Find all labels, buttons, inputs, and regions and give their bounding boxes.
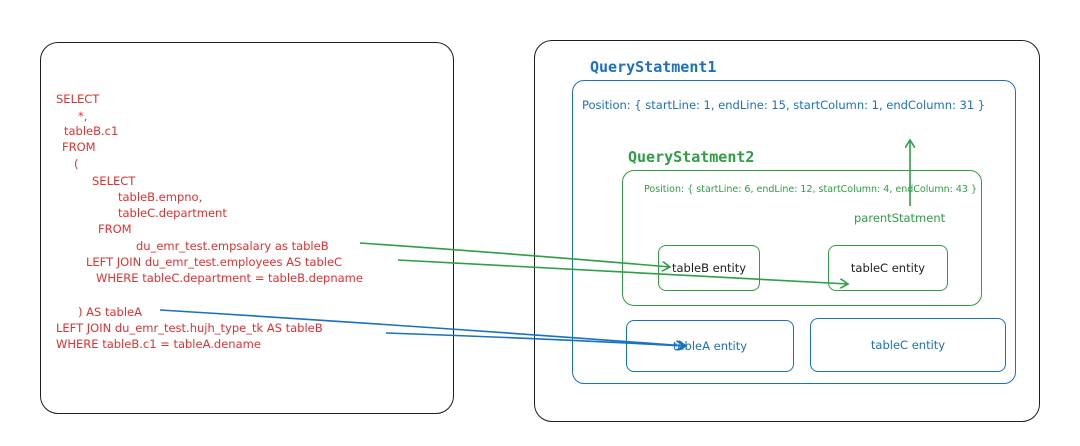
sql-line-8: tableC.department bbox=[118, 206, 227, 220]
sql-line-10: du_emr_test.empsalary as tableB bbox=[136, 239, 329, 253]
query-statement-1-position: Position: { startLine: 1, endLine: 15, s… bbox=[582, 98, 986, 112]
sql-line-11: LEFT JOIN du_emr_test.employees AS table… bbox=[86, 255, 343, 269]
sql-line-1: SELECT bbox=[56, 92, 100, 106]
tableC-entity-label-outer: tableC entity bbox=[870, 338, 946, 352]
query-statement-2-box bbox=[622, 170, 982, 306]
query-statement-1-box bbox=[572, 80, 1016, 384]
tableA-entity-box: tableA entity bbox=[626, 320, 794, 372]
sql-code-panel bbox=[40, 42, 454, 414]
query-statement-2-title: QueryStatment2 bbox=[628, 148, 755, 166]
sql-line-7: tableB.empno, bbox=[118, 190, 203, 204]
sql-line-9: FROM bbox=[98, 222, 132, 236]
tableA-entity-label: tableA entity bbox=[672, 339, 748, 353]
query-statement-2-position: Position: { startLine: 6, endLine: 12, s… bbox=[644, 184, 978, 195]
tableB-entity-label: tableB entity bbox=[671, 261, 747, 275]
sql-line-14: LEFT JOIN du_emr_test.hujh_type_tk AS ta… bbox=[56, 321, 323, 335]
sql-line-13: ) AS tableA bbox=[78, 305, 142, 319]
sql-line-6: SELECT bbox=[92, 174, 136, 188]
sql-line-3: tableB.c1 bbox=[64, 124, 119, 138]
tableC-entity-box-inner: tableC entity bbox=[828, 245, 948, 291]
parent-statement-label: parentStatment bbox=[854, 211, 946, 225]
sql-line-5: ( bbox=[74, 157, 79, 171]
query-statement-1-title: QueryStatment1 bbox=[590, 58, 717, 76]
query-structure-panel bbox=[534, 40, 1040, 422]
tableC-entity-box-outer: tableC entity bbox=[810, 318, 1006, 372]
sql-line-2: *, bbox=[78, 109, 88, 123]
sql-line-4: FROM bbox=[62, 140, 96, 154]
tableC-entity-label-inner: tableC entity bbox=[850, 261, 926, 275]
tableB-entity-box: tableB entity bbox=[658, 245, 760, 291]
sql-line-12: WHERE tableC.department = tableB.depname bbox=[96, 271, 363, 285]
sql-line-15: WHERE tableB.c1 = tableA.dename bbox=[56, 337, 261, 351]
